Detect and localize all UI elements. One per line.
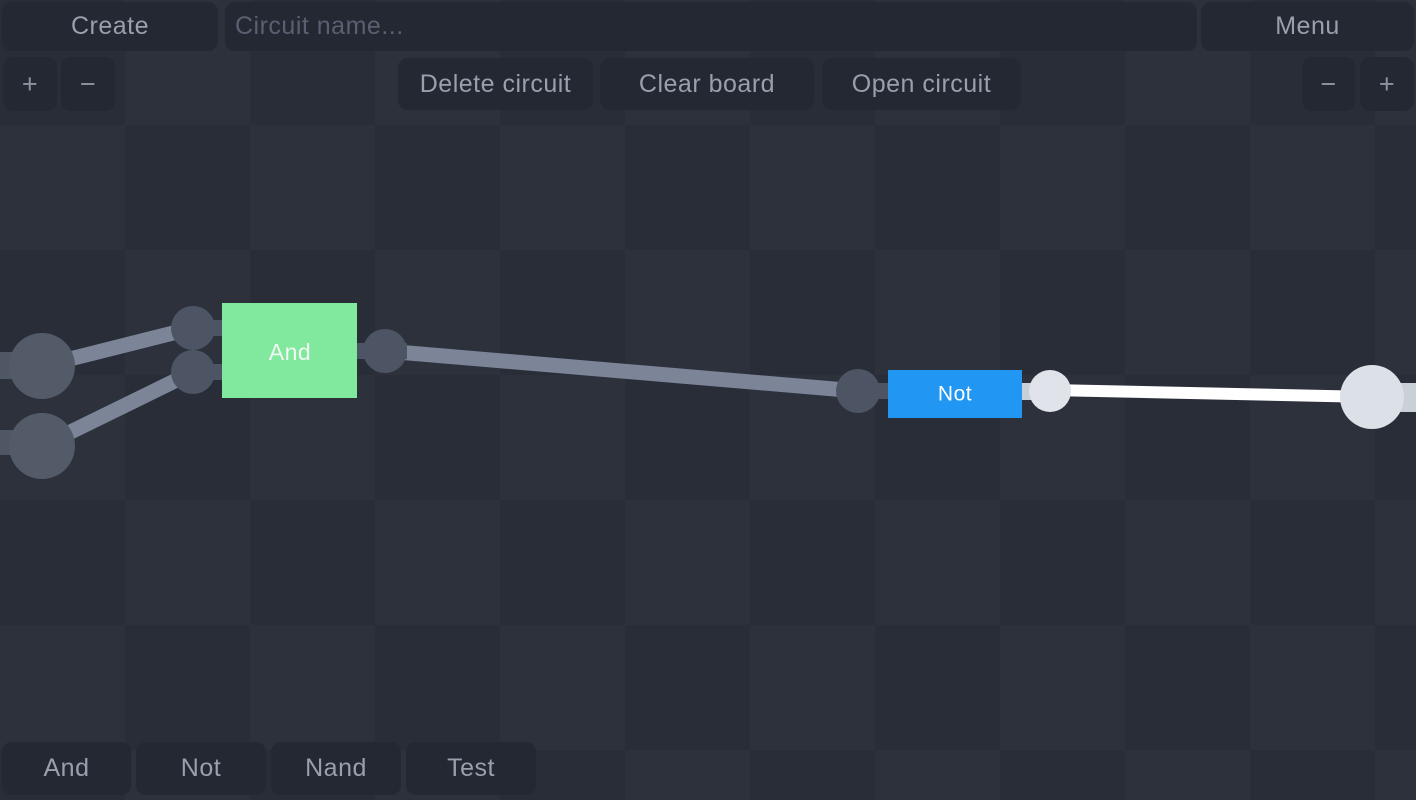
and-gate-input-node[interactable] — [171, 350, 215, 394]
output-lamp-node[interactable] — [1340, 365, 1404, 429]
zoom-out-button-left[interactable]: − — [61, 57, 115, 111]
palette-item-not[interactable]: Not — [136, 742, 266, 795]
menu-button[interactable]: Menu — [1201, 2, 1414, 51]
zoom-in-button-left[interactable]: + — [3, 57, 57, 111]
circuit-name-input[interactable] — [225, 2, 1197, 51]
palette-item-test[interactable]: Test — [406, 742, 536, 795]
palette-item-nand[interactable]: Nand — [271, 742, 401, 795]
input-switch-node[interactable] — [9, 333, 75, 399]
clear-board-button[interactable]: Clear board — [600, 58, 814, 110]
and-gate-input-node[interactable] — [171, 306, 215, 350]
palette-item-and[interactable]: And — [2, 742, 131, 795]
input-switch-node[interactable] — [9, 413, 75, 479]
and-gate-body[interactable] — [222, 303, 357, 398]
wire[interactable] — [384, 343, 859, 399]
and-gate-output-node[interactable] — [363, 329, 407, 373]
zoom-in-button-right[interactable]: + — [1360, 57, 1414, 111]
not-gate-body[interactable] — [888, 370, 1022, 418]
not-gate-output-node[interactable] — [1029, 370, 1071, 412]
create-button[interactable]: Create — [2, 2, 218, 51]
wire-active[interactable] — [1049, 384, 1373, 403]
open-circuit-button[interactable]: Open circuit — [822, 58, 1021, 110]
delete-circuit-button[interactable]: Delete circuit — [398, 58, 593, 110]
zoom-out-button-right[interactable]: − — [1302, 57, 1355, 111]
not-gate-input-node[interactable] — [836, 369, 880, 413]
